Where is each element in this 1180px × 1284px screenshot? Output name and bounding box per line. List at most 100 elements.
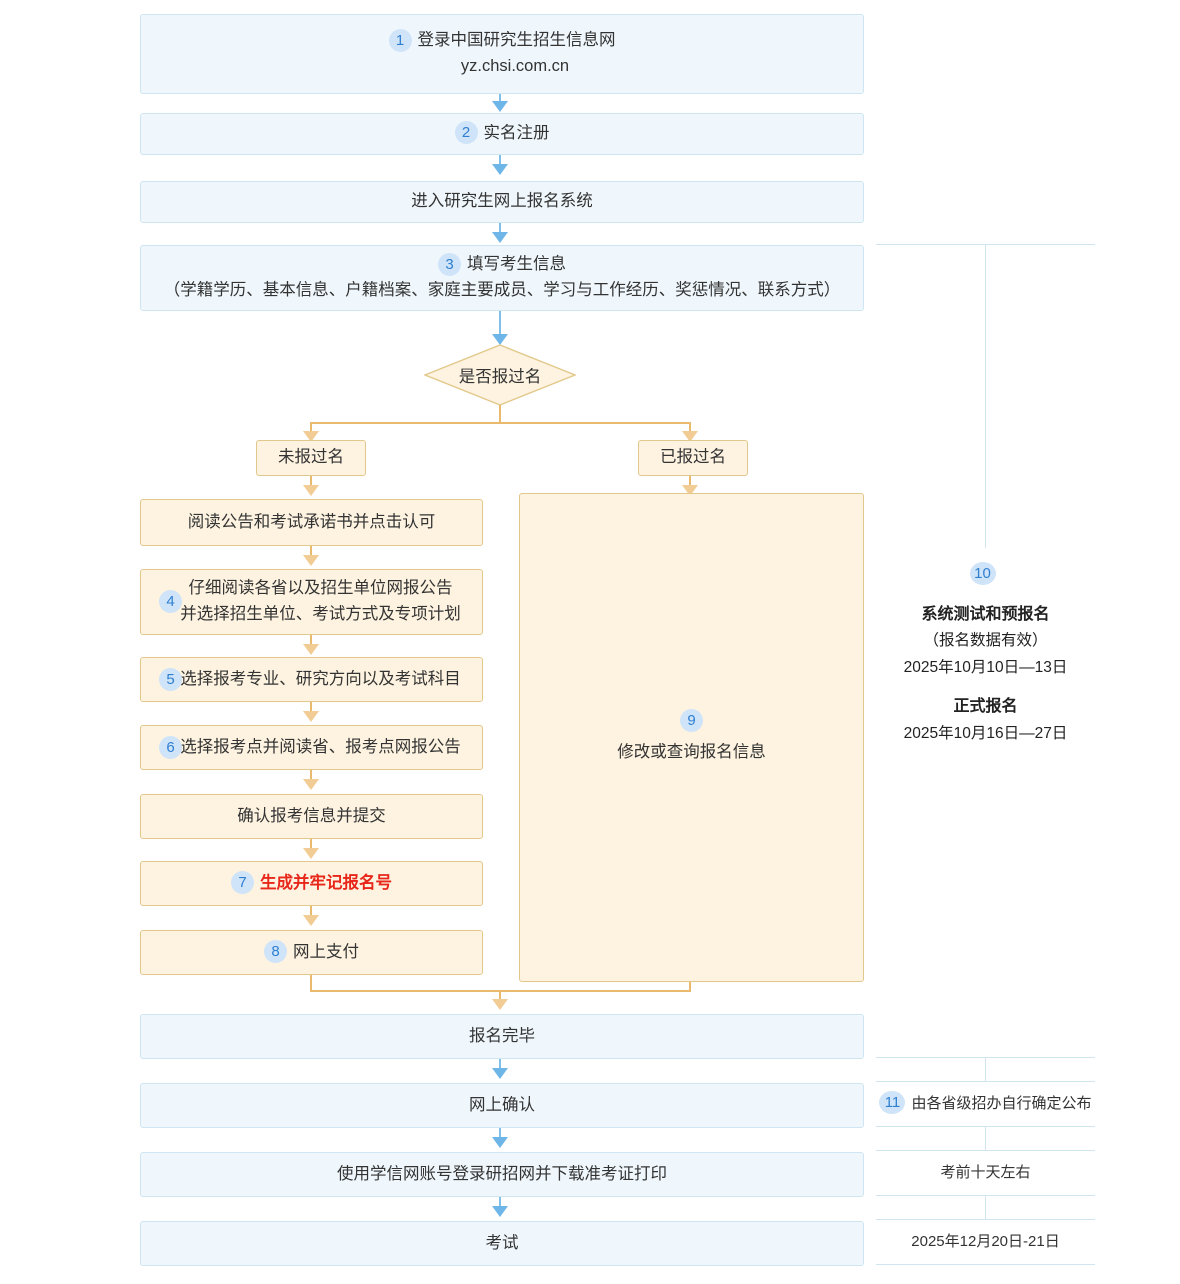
connector-right-branch-down	[689, 476, 691, 490]
step-badge-8: 8	[264, 939, 287, 963]
timeline-step10: 10 系统测试和预报名 （报名数据有效） 2025年10月10日—13日 正式报…	[876, 562, 1095, 748]
online-confirm-label: 网上确认	[469, 1095, 535, 1114]
timeline-step10-title2: 正式报名	[953, 698, 1018, 716]
arrow-3-to-decision	[492, 334, 508, 345]
timeline-before-exam-label: 考前十天左右	[940, 1163, 1031, 1181]
step-badge-1: 1	[388, 28, 412, 52]
step-badge-9: 9	[680, 709, 703, 733]
arrow-left-branch-down	[303, 485, 319, 496]
connector-confirm-to-ticket	[499, 1128, 501, 1142]
arrow-done-to-confirm	[492, 1068, 508, 1079]
connector-confirm-to-7	[310, 839, 312, 853]
node-step3: 3 填写考生信息 （学籍学历、基本信息、户籍档案、家庭主要成员、学习与工作经历、奖…	[140, 245, 864, 311]
timeline-divider-bottom	[876, 1264, 1095, 1265]
step4-line2: 并选择招生单位、考试方式及专项计划	[180, 605, 461, 623]
timeline-step10-title1: 系统测试和预报名	[921, 605, 1050, 623]
step8-label: 网上支付	[293, 942, 359, 961]
timeline-step10-date1: 2025年10月10日—13日	[903, 658, 1068, 676]
step-badge-11: 11	[879, 1091, 906, 1114]
node-branch-not-registered: 未报过名	[256, 440, 366, 476]
connector-left-branch-down	[310, 476, 312, 490]
step4-line1: 仔细阅读各省以及招生单位网报公告	[188, 579, 453, 598]
branch-right-label: 已报过名	[660, 448, 726, 467]
arrow-6-to-confirm	[303, 779, 319, 790]
step1-line1: 登录中国研究生招生信息网	[417, 31, 616, 50]
download-ticket-label: 使用学信网账号登录研招网并下载准考证打印	[337, 1164, 667, 1183]
merge-right-stem	[689, 982, 691, 991]
timeline-center-rule-4	[985, 1195, 986, 1219]
arrow-4-to-5	[303, 644, 319, 655]
timeline-exam-date-label: 2025年12月20日-21日	[911, 1232, 1060, 1250]
step-badge-3: 3	[438, 252, 461, 276]
timeline-divider-4	[876, 1150, 1095, 1151]
step3-line2: （学籍学历、基本信息、户籍档案、家庭主要成员、学习与工作经历、奖惩情况、联系方式…	[163, 281, 841, 299]
connector-2-to-3	[499, 155, 501, 169]
exam-label: 考试	[485, 1233, 519, 1252]
arrow-confirm-to-ticket	[492, 1137, 508, 1148]
done-label: 报名完毕	[469, 1026, 535, 1045]
arrow-ticket-to-exam	[492, 1206, 508, 1217]
step9-label: 修改或查询报名信息	[617, 743, 766, 762]
timeline-before-exam: 考前十天左右	[876, 1150, 1095, 1195]
node-download-ticket: 使用学信网账号登录研招网并下载准考证打印	[140, 1152, 864, 1197]
node-registration-done: 报名完毕	[140, 1014, 864, 1059]
connector-ticket-to-exam	[499, 1197, 501, 1211]
spacer	[876, 589, 1095, 601]
arrow-right-branch-down	[682, 485, 698, 496]
decision-label: 是否报过名	[458, 368, 542, 386]
node-online-confirm: 网上确认	[140, 1083, 864, 1128]
step2-label: 实名注册	[483, 124, 550, 143]
node-enter-system: 进入研究生网上报名系统	[140, 181, 864, 223]
step-badge-4: 4	[159, 590, 182, 613]
arrow-confirm-to-7	[303, 848, 319, 859]
connector-6-to-confirm	[310, 770, 312, 784]
step-badge-5: 5	[159, 667, 182, 691]
arrow-2-to-system	[492, 164, 508, 175]
step3-line1: 填写考生信息	[467, 255, 566, 274]
node-step7: 7 生成并牢记报名号	[140, 861, 483, 906]
step5-label: 选择报考专业、研究方向以及考试科目	[180, 669, 461, 688]
node-exam: 考试	[140, 1221, 864, 1266]
node-step4: 4 仔细阅读各省以及招生单位网报公告 并选择招生单位、考试方式及专项计划	[140, 569, 483, 635]
node-step6: 6 选择报考点并阅读省、报考点网报公告	[140, 725, 483, 770]
enter-system-label: 进入研究生网上报名系统	[411, 192, 593, 211]
node-step9: 9 修改或查询报名信息	[519, 493, 864, 982]
step6-label: 选择报考点并阅读省、报考点网报公告	[180, 737, 461, 756]
timeline-exam-date: 2025年12月20日-21日	[876, 1219, 1095, 1264]
confirm-submit-label: 确认报考信息并提交	[237, 806, 386, 825]
node-confirm-submit: 确认报考信息并提交	[140, 794, 483, 839]
step1-line2: yz.chsi.com.cn	[460, 57, 570, 75]
merge-left-stem	[310, 975, 312, 991]
arrow-system-to-3	[492, 232, 508, 243]
node-step5: 5 选择报考专业、研究方向以及考试科目	[140, 657, 483, 702]
branch-left-label: 未报过名	[278, 448, 344, 467]
timeline-step11-label: 由各省级招办自行确定公布	[911, 1094, 1092, 1112]
arrow-merge-to-done	[492, 999, 508, 1010]
branch-stem	[499, 405, 501, 423]
spacer-2	[876, 681, 1095, 693]
step-badge-7: 7	[231, 870, 254, 894]
connector-done-to-confirm	[499, 1059, 501, 1073]
connector-3-to-decision	[499, 311, 501, 339]
connector-5-to-6	[310, 702, 312, 716]
connector-7-to-8	[310, 906, 312, 920]
branch-rail	[311, 422, 691, 424]
step7-label: 生成并牢记报名号	[260, 873, 392, 892]
timeline-step11: 11 由各省级招办自行确定公布	[876, 1081, 1095, 1126]
node-read-notice: 阅读公告和考试承诺书并点击认可	[140, 499, 483, 546]
branch-right-drop	[689, 422, 691, 436]
arrow-7-to-8	[303, 915, 319, 926]
arrow-5-to-6	[303, 711, 319, 722]
decision-registered-before: 是否报过名	[424, 344, 576, 406]
connector-system-to-3	[499, 223, 501, 237]
connector-1-to-2	[499, 94, 501, 106]
step-badge-10: 10	[969, 562, 996, 586]
merge-center-drop	[499, 990, 501, 1002]
timeline-center-rule-2	[985, 1057, 986, 1081]
connector-4-to-5	[310, 635, 312, 649]
arrow-branch-left	[303, 431, 319, 442]
node-branch-already-registered: 已报过名	[638, 440, 748, 476]
timeline-step10-note: （报名数据有效）	[923, 632, 1048, 650]
